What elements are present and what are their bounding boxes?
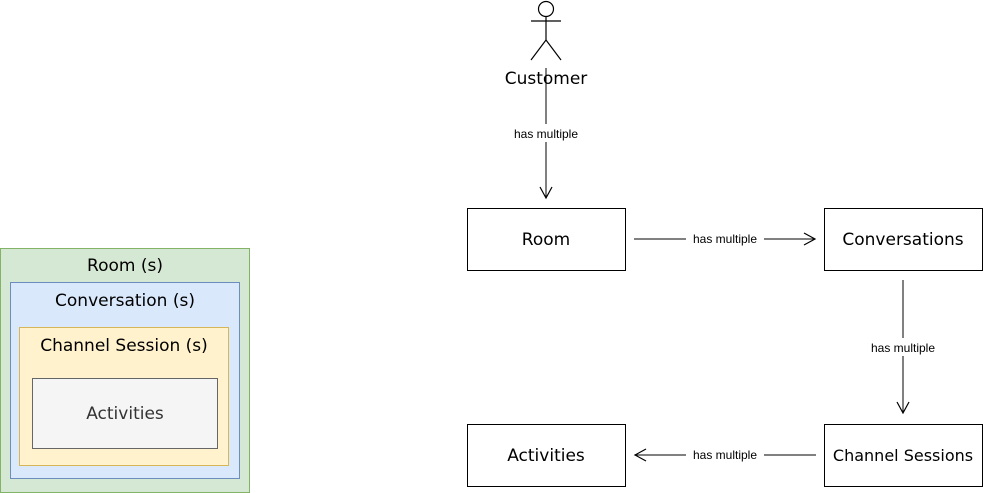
actor-left-leg	[530, 39, 547, 61]
activities-container-label: Activities	[86, 404, 164, 424]
node-room-label: Room	[522, 230, 570, 250]
node-conversations-label: Conversations	[842, 230, 963, 250]
nested-diagram: Room (s) Conversation (s) Channel Sessio…	[0, 248, 250, 493]
edge-label-room-to-conversations: has multiple	[693, 232, 757, 246]
conversation-container-label: Conversation (s)	[55, 291, 195, 311]
edge-label-bg-conversations-channel	[861, 338, 945, 356]
edge-label-channel-sessions-to-activities: has multiple	[693, 448, 757, 462]
edge-label-bg-customer-room	[504, 124, 588, 142]
edge-label-bg-channel-activities	[686, 447, 764, 463]
actor-right-leg	[545, 39, 562, 61]
node-room[interactable]	[467, 208, 626, 271]
room-container-label: Room (s)	[87, 256, 163, 276]
customer-actor[interactable]	[530, 0, 562, 61]
flow-diagram: Customer has multiple Room has multiple …	[467, 0, 983, 487]
edge-label-bg-room-conversations	[686, 231, 764, 247]
edge-label-conversations-to-channel-sessions: has multiple	[871, 341, 935, 355]
node-channel-sessions-label: Channel Sessions	[833, 446, 973, 465]
channel-session-container-label: Channel Session (s)	[40, 336, 208, 356]
actor-head	[537, 0, 555, 18]
node-channel-sessions[interactable]	[824, 424, 983, 487]
edge-label-customer-to-room: has multiple	[514, 127, 578, 141]
node-activities-label: Activities	[507, 446, 585, 466]
activities-container[interactable]	[32, 378, 218, 449]
node-conversations[interactable]	[824, 208, 983, 271]
node-activities[interactable]	[467, 424, 626, 487]
